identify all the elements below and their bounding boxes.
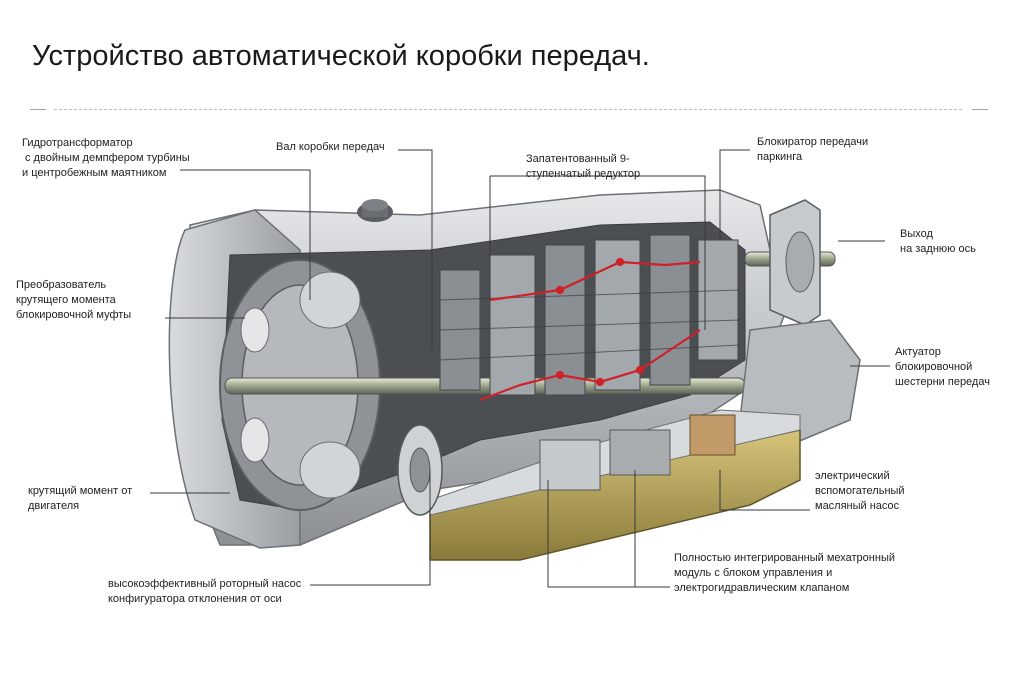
power-flow-line xyxy=(479,257,701,402)
callout-parking-lock: Блокиратор передачи паркинга xyxy=(757,136,869,163)
callout-output: Выход на заднюю ось xyxy=(900,228,976,255)
output-flange xyxy=(769,199,821,326)
callout-oil-pump: электрический вспомогательный масляный н… xyxy=(815,470,905,512)
callout-engine-torque: крутящий момент от двигателя xyxy=(28,485,133,512)
rotary-pump xyxy=(397,424,443,516)
callout-shaft: Вал коробки передач xyxy=(276,141,385,153)
callout-mechatronic: Полностью интегрированный мехатронный мо… xyxy=(674,552,895,594)
leader-lines xyxy=(150,149,890,588)
callout-torque-converter: Гидротрансформатор с двойным демпфером т… xyxy=(22,137,190,179)
callout-rotary-pump: высокоэффективный роторный насос конфигу… xyxy=(108,578,302,605)
breather-cap xyxy=(357,199,393,222)
callout-actuator: Актуатор блокировочной шестерни передач xyxy=(895,346,990,388)
page-title: Устройство автоматической коробки переда… xyxy=(32,40,650,72)
callout-gearset: Запатентованный 9- ступенчатый редуктор xyxy=(526,153,641,180)
callout-lockup-clutch: Преобразователь крутящего момента блокир… xyxy=(16,279,132,321)
oil-pan xyxy=(429,409,801,561)
